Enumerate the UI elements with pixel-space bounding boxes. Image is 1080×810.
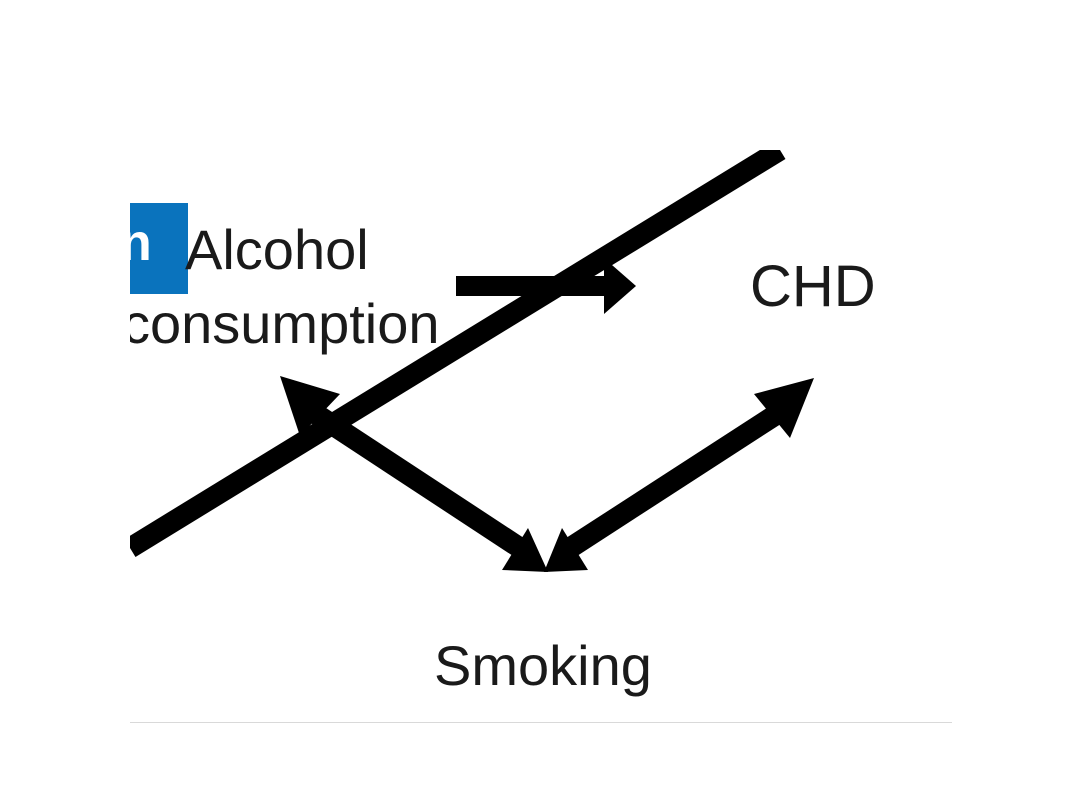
slide-divider <box>130 722 952 723</box>
causal-diagram: n Alcohol consumption CHD Smoking <box>130 150 952 722</box>
node-alcohol-line2: consumption <box>130 292 440 355</box>
arrows-layer <box>130 150 814 572</box>
logo-badge: n <box>130 203 188 294</box>
node-chd: CHD <box>750 254 876 319</box>
node-smoking: Smoking <box>434 634 652 697</box>
node-alcohol-line1: Alcohol <box>185 218 369 281</box>
arrow-alcohol-smoking <box>280 376 548 572</box>
badge-glyph: n <box>130 214 152 272</box>
arrow-chd-smoking <box>130 150 814 572</box>
